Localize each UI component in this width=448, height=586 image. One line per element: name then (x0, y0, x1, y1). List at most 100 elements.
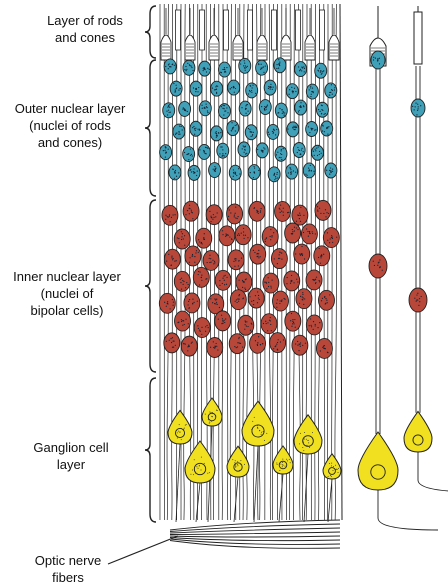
nucleus-speck (174, 214, 175, 215)
nucleus-speck (188, 301, 189, 302)
ganglion-nucleus (252, 425, 264, 437)
nucleus-speck (183, 343, 184, 344)
nucleus-speck (196, 175, 197, 176)
chain-axon (418, 452, 448, 492)
nucleus-speck (184, 152, 185, 153)
ganglion-speck (209, 421, 210, 422)
nucleus-speck (318, 146, 319, 147)
nucleus-speck (279, 157, 280, 158)
bipolar-nucleus (203, 250, 219, 270)
nucleus-speck (233, 172, 234, 173)
nucleus-speck (235, 174, 236, 175)
nucleus-speck (217, 212, 218, 213)
nucleus-speck (213, 217, 214, 218)
ganglion-speck (282, 462, 283, 463)
nucleus-speck (190, 169, 191, 170)
nucleus-speck (171, 265, 172, 266)
nucleus-speck (298, 111, 299, 112)
nucleus-speck (250, 85, 251, 86)
nucleus-speck (267, 105, 268, 106)
nucleus-speck (244, 287, 245, 288)
nucleus-speck (279, 209, 280, 210)
ganglion-speck (309, 447, 310, 448)
nucleus-speck (204, 233, 205, 234)
ganglion-speck (196, 466, 197, 467)
nucleus-speck (260, 69, 261, 70)
nucleus-speck (320, 70, 321, 71)
nucleus-speck (327, 134, 328, 135)
nucleus-speck (319, 208, 320, 209)
nucleus-speck (191, 66, 192, 67)
nucleus-speck (242, 148, 243, 149)
nucleus-speck (311, 128, 312, 129)
nucleus-speck (179, 132, 180, 133)
ganglion-speck (192, 469, 193, 470)
nucleus-speck (210, 347, 211, 348)
ganglion-speck (201, 457, 202, 458)
nucleus-speck (236, 347, 237, 348)
nucleus-speck (279, 254, 280, 255)
ganglion-speck (312, 432, 313, 433)
nucleus-speck (252, 134, 253, 135)
nucleus-speck (224, 320, 225, 321)
nucleus-speck (320, 350, 321, 351)
nucleus-speck (246, 153, 247, 154)
ganglion-speck (328, 476, 329, 477)
nucleus-speck (299, 343, 300, 344)
ganglion-speck (215, 415, 216, 416)
ganglion-nucleus (329, 468, 336, 475)
nucleus-speck (327, 127, 328, 128)
nucleus-speck (247, 326, 248, 327)
nucleus-speck (235, 258, 236, 259)
ganglion-speck (289, 459, 290, 460)
ganglion-speck (303, 442, 304, 443)
ganglion-speck (235, 464, 236, 465)
nucleus-speck (181, 236, 182, 237)
nucleus-speck (168, 106, 169, 107)
nucleus-speck (203, 68, 204, 69)
nucleus-speck (305, 343, 306, 344)
nucleus-speck (264, 110, 265, 111)
nucleus-speck (242, 287, 243, 288)
nucleus-speck (258, 64, 259, 65)
ganglion-speck (190, 474, 191, 475)
nucleus-speck (321, 113, 322, 114)
nucleus-speck (194, 262, 195, 263)
rod (320, 10, 325, 50)
nucleus-speck (270, 317, 271, 318)
nucleus-speck (186, 69, 187, 70)
nucleus-speck (181, 239, 182, 240)
ganglion-speck (177, 432, 178, 433)
nucleus-speck (295, 91, 296, 92)
nucleus-speck (201, 334, 202, 335)
bipolar-nucleus (263, 273, 279, 293)
nucleus-speck (235, 88, 236, 89)
nucleus-speck (280, 341, 281, 342)
nucleus-speck (249, 296, 250, 297)
nucleus-speck (255, 340, 256, 341)
nucleus-speck (217, 349, 218, 350)
nucleus-speck (216, 134, 217, 135)
nucleus-speck (300, 215, 301, 216)
nucleus-speck (281, 109, 282, 110)
nucleus-speck (418, 106, 419, 107)
nucleus-speck (165, 146, 166, 147)
nucleus-speck (216, 85, 217, 86)
nucleus-speck (308, 167, 309, 168)
nucleus-speck (239, 235, 240, 236)
nucleus-speck (189, 262, 190, 263)
nucleus-speck (174, 171, 175, 172)
nucleus-speck (217, 304, 218, 305)
nucleus-speck (292, 229, 293, 230)
nucleus-speck (332, 169, 333, 170)
nucleus-speck (204, 151, 205, 152)
nucleus-speck (265, 65, 266, 66)
ganglion-speck (257, 425, 258, 426)
nucleus-speck (234, 92, 235, 93)
nucleus-speck (321, 153, 322, 154)
nucleus-speck (317, 211, 318, 212)
nucleus-speck (263, 147, 264, 148)
nucleus-speck (290, 172, 291, 173)
nucleus-speck (204, 108, 205, 109)
